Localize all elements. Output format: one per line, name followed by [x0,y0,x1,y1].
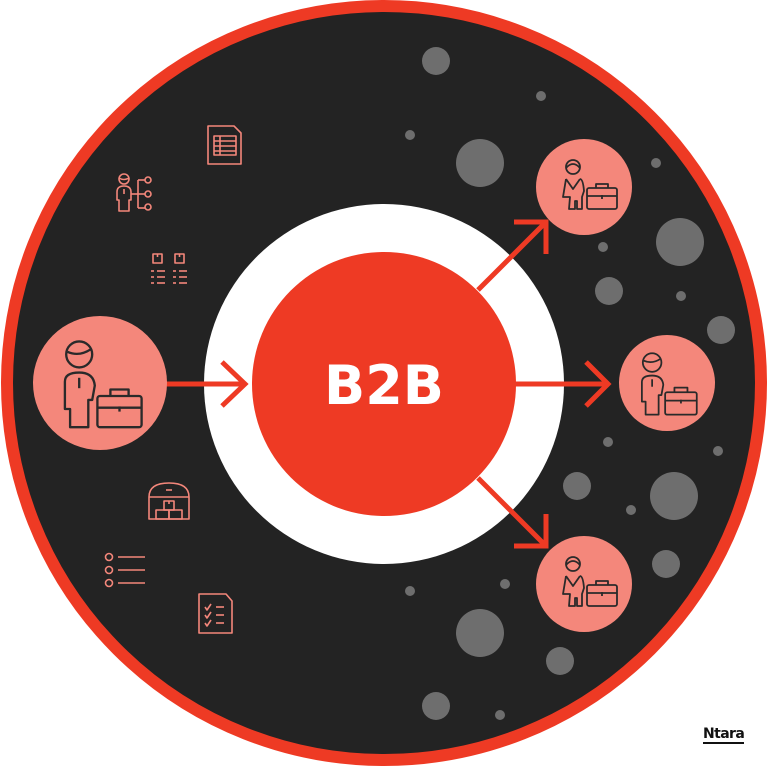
businesswoman-with-briefcase-icon [562,159,618,210]
gray-dot [652,550,680,578]
arrow-to-top-buyer [476,219,549,292]
source-seller-bubble [33,316,167,450]
gray-dot [495,710,505,720]
gray-dot [405,586,415,596]
gray-dot [563,472,591,500]
bullet-list-icon [104,552,145,588]
gray-dot [656,218,704,266]
inventory-list-icon [151,253,187,284]
spreadsheet-document-icon [207,125,242,165]
ntara-logo: Ntara [703,726,745,744]
gray-dot [676,291,686,301]
arrow-incoming [166,360,249,408]
businesswoman-with-briefcase-icon [562,556,618,607]
gray-dot [456,139,504,187]
gray-dot [598,242,608,252]
target-buyer-top-bubble [536,139,632,235]
gray-dot [422,47,450,75]
b2b-core-circle [252,252,516,516]
gray-dot [422,692,450,720]
gray-dot [405,130,415,140]
warehouse-icon [148,482,190,520]
arrow-to-bottom-buyer [476,476,549,549]
gray-dot [595,277,623,305]
gray-dot [713,446,723,456]
businessman-with-briefcase-icon [63,340,143,429]
arrow-to-middle-buyer [515,360,612,408]
person-org-chart-icon [116,173,152,212]
gray-dot [536,91,546,101]
gray-dot [546,647,574,675]
gray-dot [626,505,636,515]
gray-dot [603,437,613,447]
arrows [166,219,612,549]
gray-dot [456,609,504,657]
businessman-with-briefcase-icon [641,352,698,416]
side-icons [104,125,242,634]
gray-dot [500,579,510,589]
target-buyer-middle-bubble [619,335,715,431]
gray-dot [651,158,661,168]
checklist-document-icon [198,593,233,634]
target-buyer-bottom-bubble [536,536,632,632]
gray-dot [650,472,698,520]
decorative-dots [405,47,735,720]
center-label: B2B [324,354,444,417]
gray-dot [707,316,735,344]
